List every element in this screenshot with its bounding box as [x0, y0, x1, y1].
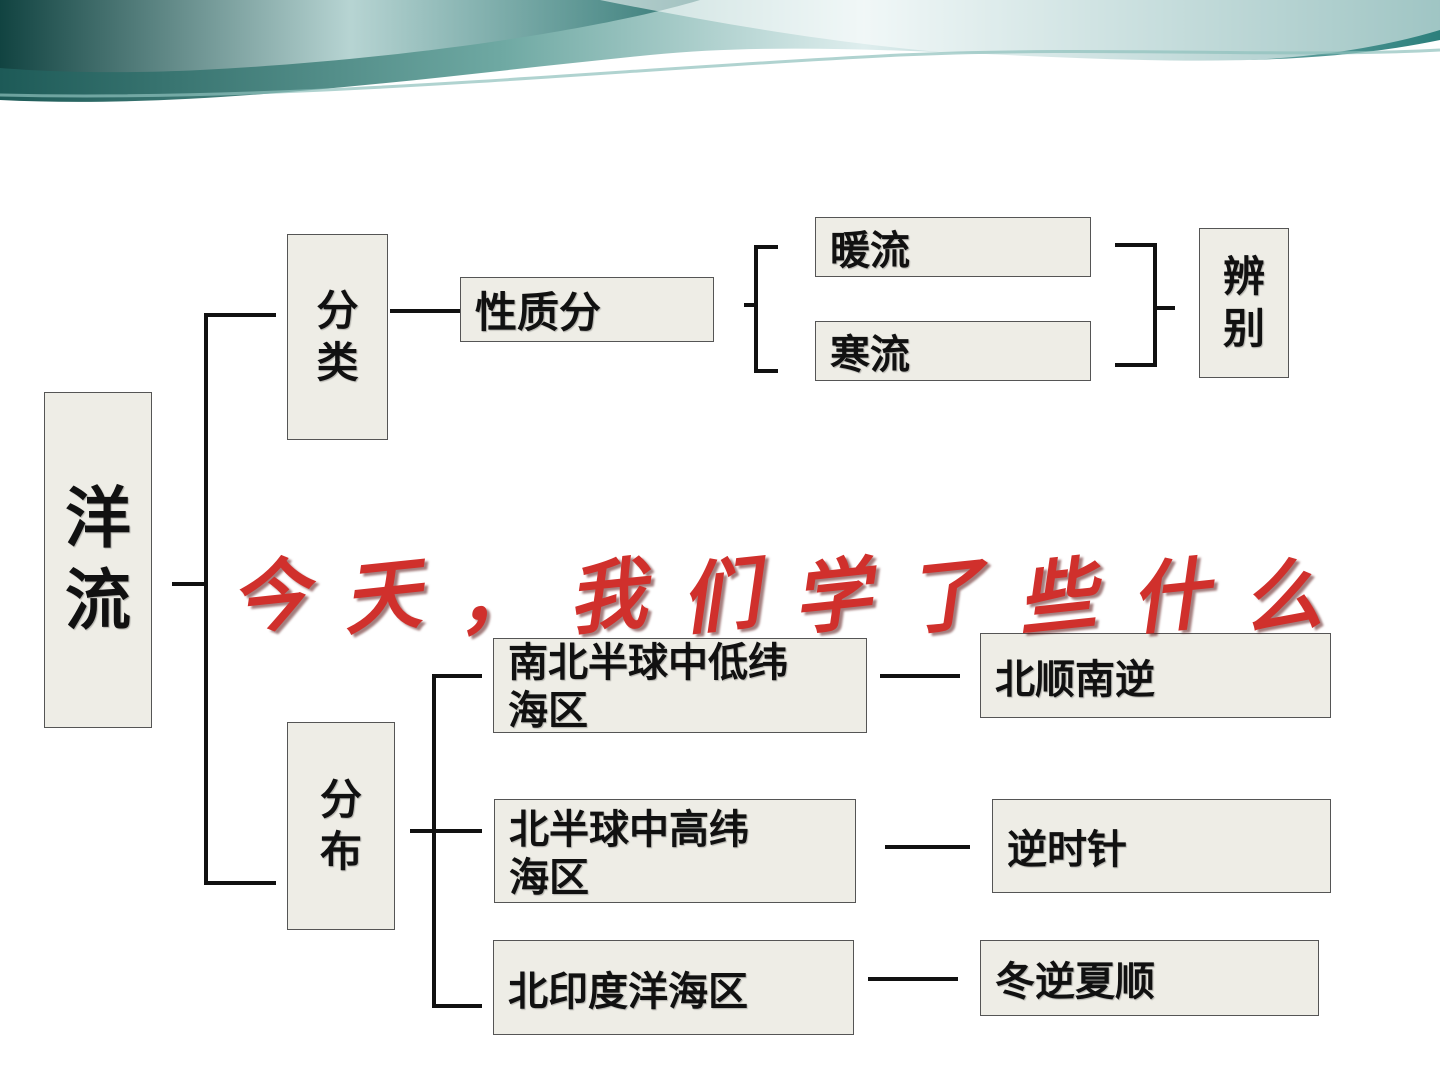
- classify-char-2: 类: [316, 338, 359, 387]
- region-node-north-indian-ocean: 北印度洋海区: [493, 940, 854, 1035]
- region-node-low-mid-latitudes: 南北半球中低纬海区: [493, 638, 867, 734]
- overlay-char-3: ，: [451, 548, 539, 647]
- region-2-label: 北半球中高纬海区: [509, 807, 749, 901]
- identify-char-1: 辨: [1222, 251, 1265, 301]
- rule-node-winter-counter-summer-clockwise: 冬逆夏顺: [980, 940, 1319, 1016]
- root-node-ocean-current: 洋 流: [44, 392, 152, 728]
- overlay-char-9: 什: [1125, 548, 1213, 647]
- warm-current-node: 暖流: [815, 217, 1091, 277]
- warm-current-label: 暖流: [830, 228, 910, 274]
- root-char-1: 洋: [65, 479, 131, 557]
- header-wave-banner: [0, 0, 1440, 102]
- overlay-char-10: 么: [1238, 548, 1326, 647]
- overlay-char-1: 今: [226, 548, 314, 647]
- overlay-char-6: 学: [788, 548, 876, 647]
- overlay-char-8: 些: [1013, 548, 1101, 647]
- overlay-char-4: 我: [563, 548, 651, 647]
- overlay-char-2: 天: [338, 548, 426, 647]
- classify-char-1: 分: [316, 285, 359, 335]
- identify-node: 辨 别: [1199, 228, 1289, 378]
- overlay-char-5: 们: [675, 548, 763, 647]
- basis-label: 性质分: [475, 288, 602, 337]
- rule-2-label: 逆时针: [1007, 827, 1127, 873]
- region-1-label: 南北半球中低纬海区: [508, 640, 788, 734]
- cold-current-node: 寒流: [815, 321, 1091, 381]
- rule-1-label: 北顺南逆: [995, 656, 1155, 703]
- overlay-char-7: 了: [900, 548, 988, 647]
- identify-char-2: 别: [1222, 304, 1265, 353]
- distribution-char-2: 布: [319, 827, 362, 876]
- rule-3-label: 冬逆夏顺: [995, 959, 1155, 1005]
- rule-node-north-clockwise-south-counter: 北顺南逆: [980, 633, 1331, 718]
- cold-current-label: 寒流: [830, 332, 910, 378]
- distribution-node: 分 布: [287, 722, 395, 930]
- basis-node-by-property: 性质分: [460, 277, 714, 342]
- region-3-label: 北印度洋海区: [508, 968, 748, 1015]
- classify-node: 分 类: [287, 234, 388, 440]
- overlay-title-what-we-learned: 今 天 ， 我 们 学 了 些 什 么: [226, 535, 1325, 647]
- root-char-2: 流: [65, 562, 131, 639]
- distribution-char-1: 分: [319, 774, 362, 824]
- region-node-north-mid-high-latitudes: 北半球中高纬海区: [494, 799, 856, 903]
- rule-node-counterclockwise: 逆时针: [992, 799, 1331, 893]
